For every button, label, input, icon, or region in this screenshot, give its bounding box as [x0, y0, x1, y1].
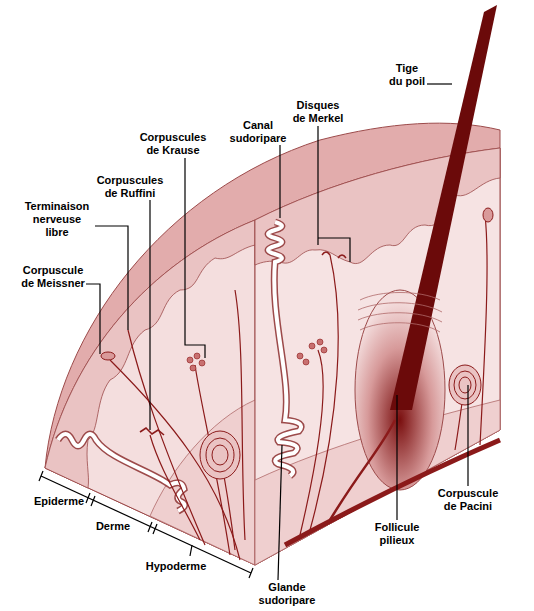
- ruffini-corpuscle: [140, 428, 164, 435]
- nerve-fiber: [128, 330, 205, 545]
- nerve-fiber: [310, 255, 338, 530]
- leader-line: [467, 385, 468, 486]
- pacini-corpuscle: [459, 377, 471, 393]
- nerves: [110, 215, 487, 560]
- meissner-corpuscle: [101, 352, 115, 360]
- layer-label: Epiderme: [29, 495, 89, 508]
- krause-bulb: [190, 365, 196, 371]
- receptors: [101, 208, 493, 479]
- leader-line: [318, 126, 350, 262]
- krause-bulb: [199, 360, 205, 366]
- leader-line: [86, 284, 100, 354]
- part-label: Disques de Merkel: [291, 99, 345, 125]
- part-label: Corpuscule de Meissner: [20, 264, 86, 290]
- leader-line: [396, 395, 397, 520]
- part-label: Canal sudoripare: [228, 119, 288, 145]
- krause-bulb: [297, 353, 303, 359]
- part-label: Tige du poil: [388, 62, 426, 88]
- part-label: Corpuscule de Pacini: [435, 487, 501, 513]
- skin-block: [45, 123, 500, 565]
- krause-bulb: [309, 343, 315, 349]
- sweat-duct-outline: [268, 222, 301, 476]
- bracket-tick: [39, 471, 253, 578]
- hair: [355, 5, 497, 490]
- layer-label: Hypoderme: [141, 560, 211, 573]
- bracket-leader: [190, 545, 192, 556]
- krause-bulb: [321, 347, 327, 353]
- leader-line: [149, 200, 150, 430]
- skin-surface: [45, 123, 500, 565]
- part-label: Terminaison nerveuse libre: [23, 200, 91, 239]
- part-label: Follicule pilieux: [369, 521, 425, 547]
- layer-bracket: [39, 471, 253, 578]
- part-label: Corpuscules de Ruffini: [95, 174, 165, 200]
- nerve-fiber: [480, 215, 487, 445]
- right-face: [255, 148, 500, 565]
- sweat-glands: [58, 222, 301, 511]
- pacini-corpuscle: [454, 371, 476, 399]
- layer-label: Derme: [88, 520, 138, 533]
- leader-lines: [86, 84, 468, 580]
- pacini-corpuscle: [449, 365, 481, 405]
- part-label: Corpuscules de Krause: [138, 131, 208, 157]
- nerve-fiber: [235, 290, 245, 540]
- pacini-corpuscle: [212, 445, 228, 465]
- krause-corpuscle: [187, 339, 327, 371]
- hair-nerve: [358, 293, 442, 333]
- leader-line: [279, 145, 280, 218]
- merkel-disc: [322, 252, 346, 258]
- bracket-line: [41, 476, 251, 573]
- nerve-fiber: [300, 350, 323, 535]
- sweat-duct: [268, 222, 301, 476]
- leader-line: [278, 445, 282, 580]
- pacini-corpuscle: [206, 438, 234, 472]
- krause-bulb: [303, 359, 309, 365]
- meissner-corpuscle: [483, 208, 493, 222]
- part-label: Glande sudoripare: [257, 581, 317, 607]
- leader-line: [185, 158, 205, 358]
- krause-bulb: [194, 353, 200, 359]
- blood-vessel: [330, 420, 395, 520]
- leader-line: [427, 83, 452, 84]
- krause-bulb: [317, 339, 323, 345]
- krause-bulb: [187, 357, 193, 363]
- pacini-corpuscle: [200, 431, 240, 479]
